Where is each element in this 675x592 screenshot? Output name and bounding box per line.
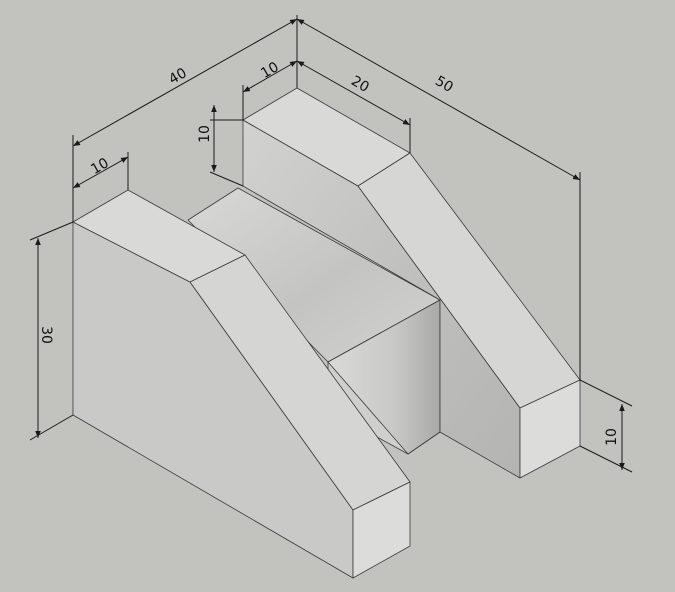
dim-label-left-10: 10 <box>88 155 111 178</box>
dim-line-20 <box>296 60 411 126</box>
dim-label-rear-height-10: 10 <box>197 125 213 143</box>
dim-label-front-height-10: 10 <box>604 428 620 446</box>
dim-label-40: 40 <box>166 65 189 88</box>
dim-line-40 <box>72 18 298 147</box>
dim-label-30: 30 <box>38 326 54 344</box>
dim-line-left-10 <box>72 156 129 189</box>
dim-line-50 <box>296 18 581 181</box>
dim-label-rear-10: 10 <box>258 59 281 82</box>
dimension-labels: 40 50 10 10 20 10 30 10 <box>38 59 620 446</box>
dim-label-50: 50 <box>432 73 455 96</box>
dim-label-20: 20 <box>348 73 371 96</box>
part-solid <box>72 87 581 579</box>
left-block-front-face <box>352 481 411 579</box>
dimension-lines <box>35 18 625 470</box>
dim-line-rear-10 <box>242 60 298 93</box>
